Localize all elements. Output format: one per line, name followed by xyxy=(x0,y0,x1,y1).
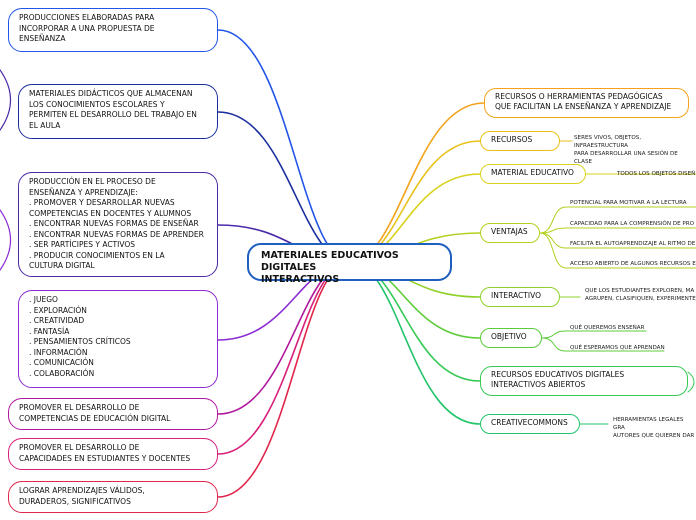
right-node-objetivo[interactable]: OBJETIVO xyxy=(480,328,542,348)
leaf-line-ventajas-0 xyxy=(539,206,567,234)
leaf-interactivo-desc: QUE LOS ESTUDIANTES EXPLOREN, MA AGRUPEN… xyxy=(585,288,696,302)
left-node-juego-lista[interactable]: . JUEGO . EXPLORACIÓN . CREATIVIDAD . FA… xyxy=(18,290,218,388)
central-topic[interactable]: MATERIALES EDUCATIVOS DIGITALES INTERACT… xyxy=(247,243,452,285)
leaf-creativecommons-desc: HERRAMIENTAS LEGALES GRA AUTORES QUE QUI… xyxy=(613,417,695,439)
connector-right-edge-red xyxy=(687,371,695,393)
right-node-interactivo[interactable]: INTERACTIVO xyxy=(480,287,560,307)
leaf-objetivo-aprendan: QUÉ ESPERAMOS QUE APRENDAN xyxy=(570,345,665,351)
leaf-recursos-desc: SERES VIVOS, OBJETOS, INFRAESTRUCTURA PA… xyxy=(574,135,678,165)
leaf-ventaja-autoaprendizaje: FACILITA EL AUTOAPRENDIZAJE AL RITMO DE xyxy=(570,241,696,247)
right-node-recursos[interactable]: RECURSOS xyxy=(480,131,560,151)
connector-left-0 xyxy=(217,29,351,263)
right-node-recursos-herramientas[interactable]: RECURSOS O HERRAMIENTAS PEDAGÓGICAS QUE … xyxy=(484,88,689,118)
left-node-produccion-proceso[interactable]: PRODUCCIÓN EN EL PROCESO DE ENSEÑANZA Y … xyxy=(18,172,218,277)
right-node-creativecommons[interactable]: CREATIVECOMMONS xyxy=(480,414,580,434)
left-node-materiales-didacticos[interactable]: MATERIALES DIDÁCTICOS QUE ALMACENAN LOS … xyxy=(18,84,218,139)
left-node-capacidades[interactable]: PROMOVER EL DESARROLLO DE CAPACIDADES EN… xyxy=(8,438,218,470)
left-node-competencias-digital[interactable]: PROMOVER EL DESARROLLO DE COMPETENCIAS D… xyxy=(8,398,218,430)
connector-left-5 xyxy=(217,261,351,455)
connector-right-0 xyxy=(349,102,485,263)
leaf-line-objetivo-0 xyxy=(541,330,567,339)
connector-left-edge-1 xyxy=(0,209,11,271)
leaf-ventaja-acceso: ACCESO ABIERTO DE ALGUNOS RECURSOS E xyxy=(570,261,696,267)
leaf-ventaja-motivar: POTENCIAL PARA MOTIVAR A LA LECTURA xyxy=(570,200,687,206)
leaf-material-desc: TODOS LOS OBJETOS DISEÑ xyxy=(617,171,696,177)
right-node-ventajas[interactable]: VENTAJAS xyxy=(480,223,540,243)
right-node-red-abiertos[interactable]: RECURSOS EDUCATIVOS DIGITALES INTERACTIV… xyxy=(480,366,688,396)
leaf-line-ventajas-2 xyxy=(539,232,567,249)
connector-right-7 xyxy=(349,261,481,425)
leaf-line-objetivo-1 xyxy=(541,337,567,352)
connector-left-edge-0 xyxy=(0,69,11,131)
left-node-producciones[interactable]: PRODUCCIONES ELABORADAS PARA INCORPORAR … xyxy=(8,8,218,52)
right-node-material-educativo[interactable]: MATERIAL EDUCATIVO xyxy=(480,164,586,184)
leaf-ventaja-comprension: CAPACIDAD PARA LA COMPRENSIÓN DE PRO xyxy=(570,221,695,227)
left-node-aprendizajes[interactable]: LOGRAR APRENDIZAJES VÁLIDOS, DURADEROS, … xyxy=(8,481,218,513)
leaf-line-ventajas-3 xyxy=(539,232,567,269)
leaf-objetivo-ensenar: QUÉ QUEREMOS ENSEÑAR xyxy=(570,325,645,331)
